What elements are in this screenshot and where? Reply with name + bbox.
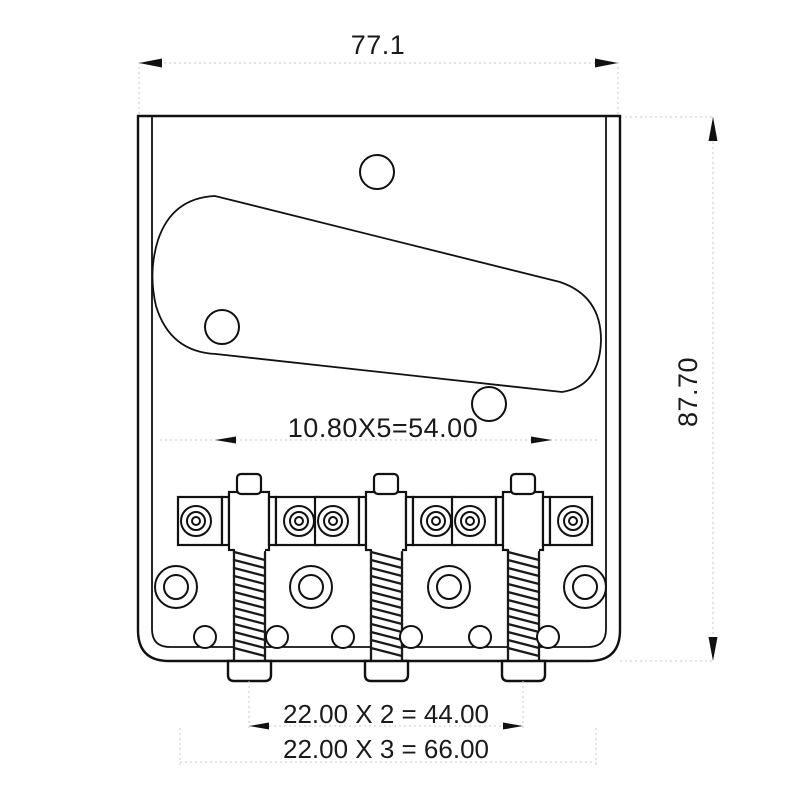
dimension-right-height-label: 87.70 bbox=[673, 357, 703, 427]
arrow-up-icon bbox=[708, 117, 718, 141]
string-hole-1 bbox=[193, 625, 217, 649]
dimension-right-height: 87.70 bbox=[620, 116, 718, 662]
dimension-pickup-span: 10.80X5=54.00 bbox=[160, 413, 597, 444]
saddle-2-top-tab bbox=[372, 472, 400, 496]
intonation-spring-1 bbox=[232, 548, 267, 662]
bottom-tab-2 bbox=[363, 659, 410, 683]
arrow-left-icon bbox=[139, 58, 162, 68]
dimension-top-width: 77.1 bbox=[138, 30, 619, 118]
dimension-bottom-secondary-label: 22.00 X 3 = 66.00 bbox=[283, 734, 489, 764]
string-hole-5 bbox=[468, 625, 492, 649]
mounting-hole-2-inner bbox=[298, 574, 324, 600]
saddle-1-top-tab bbox=[235, 472, 263, 496]
dimension-bottom-primary: 22.00 X 2 = 44.00 bbox=[248, 681, 524, 730]
bridge-saddle-assemblies bbox=[176, 472, 594, 662]
saddle-3-left-screw-inner bbox=[465, 516, 475, 526]
top-hole-right bbox=[471, 386, 507, 422]
dimension-bottom-secondary: 22.00 X 3 = 66.00 bbox=[179, 728, 597, 765]
saddle-2-center-block bbox=[364, 490, 408, 552]
bottom-tab-1 bbox=[226, 659, 273, 683]
saddle-2-right-screw-inner bbox=[431, 516, 441, 526]
pickup-cavity bbox=[151, 195, 602, 393]
arrow-down-icon bbox=[708, 637, 718, 661]
bridge-saddle-assembly-1 bbox=[176, 472, 320, 662]
bottom-tabs bbox=[226, 659, 547, 683]
mounting-holes bbox=[154, 565, 607, 609]
arrow-bottom-right-icon bbox=[503, 722, 523, 730]
pickup-route-slot bbox=[151, 195, 602, 393]
string-hole-6 bbox=[536, 625, 560, 649]
string-hole-2 bbox=[265, 625, 289, 649]
bottom-tab-3 bbox=[500, 659, 547, 683]
saddle-3-right-screw-inner bbox=[568, 516, 578, 526]
arrow-span-right-icon bbox=[531, 436, 552, 444]
bridge-saddle-assembly-3 bbox=[450, 472, 594, 662]
intonation-spring-3 bbox=[506, 548, 541, 662]
saddle-2-left-screw-inner bbox=[328, 516, 338, 526]
string-through-holes bbox=[193, 625, 560, 649]
saddle-1-center-block bbox=[227, 490, 271, 552]
string-hole-4 bbox=[399, 625, 423, 649]
dimension-bottom-primary-label: 22.00 X 2 = 44.00 bbox=[283, 699, 489, 729]
saddle-3-top-tab bbox=[509, 472, 537, 496]
saddle-1-left-screw-inner bbox=[191, 516, 201, 526]
top-hole-left bbox=[204, 309, 240, 345]
top-hole-center bbox=[359, 154, 395, 190]
upper-screw-holes bbox=[204, 154, 507, 422]
arrow-right-icon bbox=[595, 58, 618, 68]
mounting-hole-4-inner bbox=[572, 574, 598, 600]
mounting-hole-3-inner bbox=[436, 574, 462, 600]
mounting-hole-1-inner bbox=[163, 574, 189, 600]
saddle-3-center-block bbox=[501, 490, 545, 552]
dimension-top-width-label: 77.1 bbox=[351, 30, 406, 60]
arrow-bottom-left-icon bbox=[249, 722, 269, 730]
string-hole-3 bbox=[331, 625, 355, 649]
arrow-span-left-icon bbox=[215, 436, 236, 444]
dimension-pickup-span-label: 10.80X5=54.00 bbox=[288, 413, 478, 443]
saddle-1-right-screw-inner bbox=[294, 516, 304, 526]
bridge-saddle-assembly-2 bbox=[313, 472, 457, 662]
